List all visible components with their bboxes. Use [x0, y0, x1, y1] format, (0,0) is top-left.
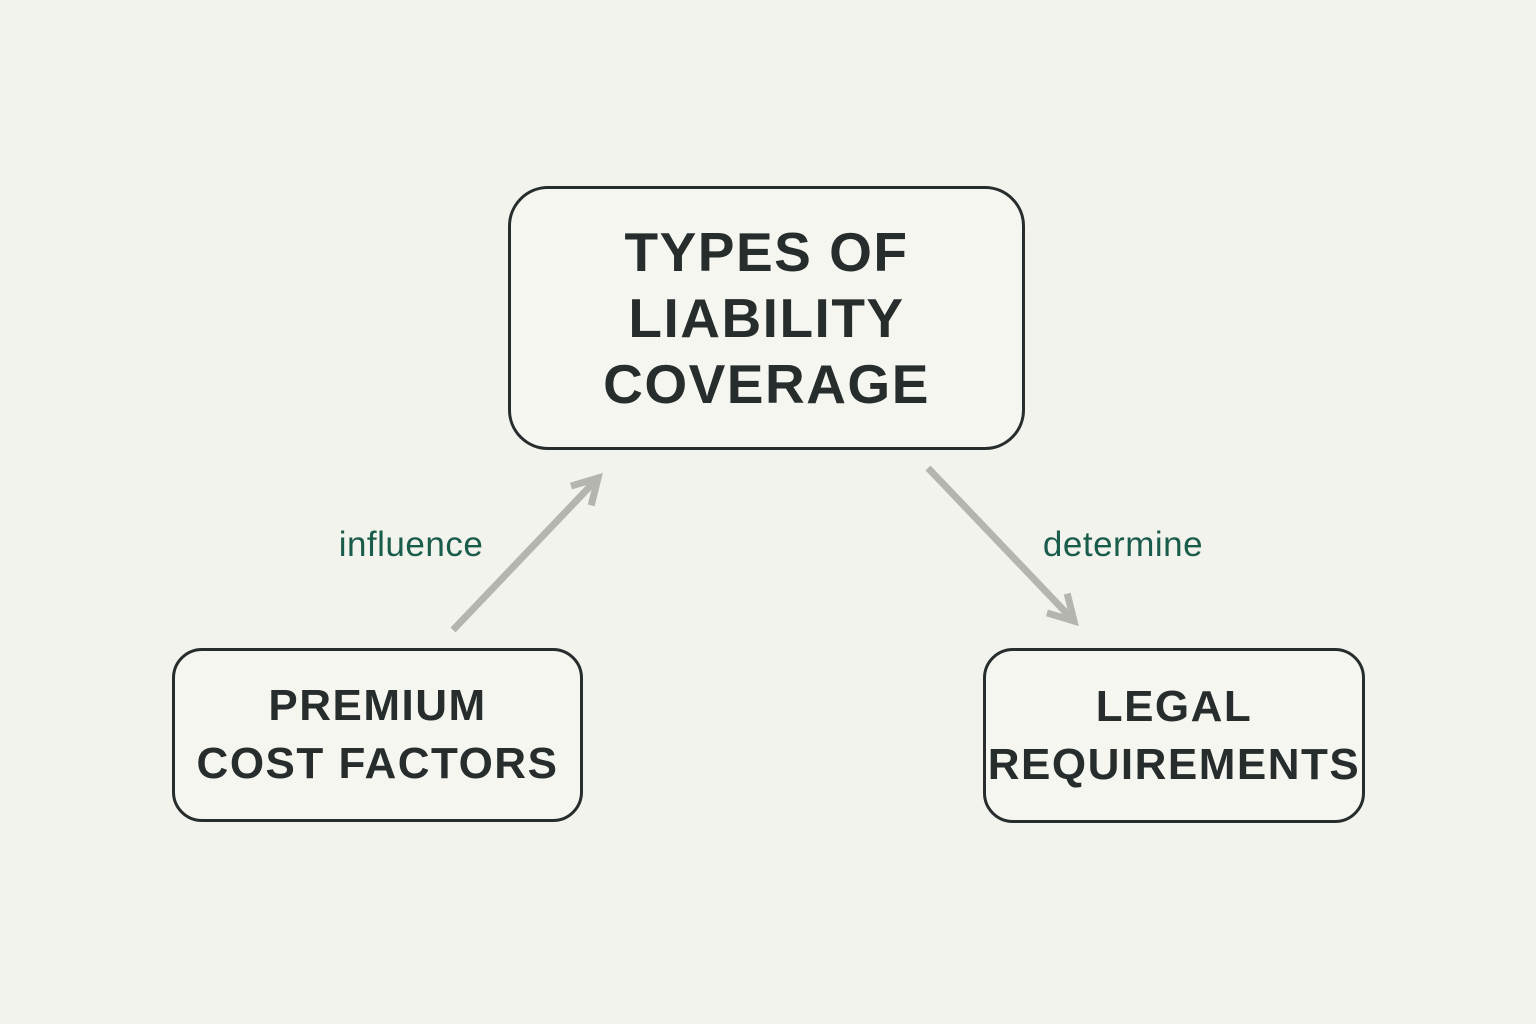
node-label-premium-cost-factors: PREMIUM COST FACTORS: [196, 681, 559, 788]
node-label-legal-requirements: LEGAL REQUIREMENTS: [987, 681, 1361, 789]
node-legal-requirements: LEGAL REQUIREMENTS: [983, 648, 1365, 823]
edge-label-determine: determine: [1042, 525, 1204, 564]
edge-label-influence: influence: [338, 525, 484, 564]
node-label-types-of-liability-coverage: TYPES OF LIABILITY COVERAGE: [603, 221, 930, 415]
node-premium-cost-factors: PREMIUM COST FACTORS: [172, 648, 583, 822]
node-types-of-liability-coverage: TYPES OF LIABILITY COVERAGE: [508, 186, 1025, 450]
